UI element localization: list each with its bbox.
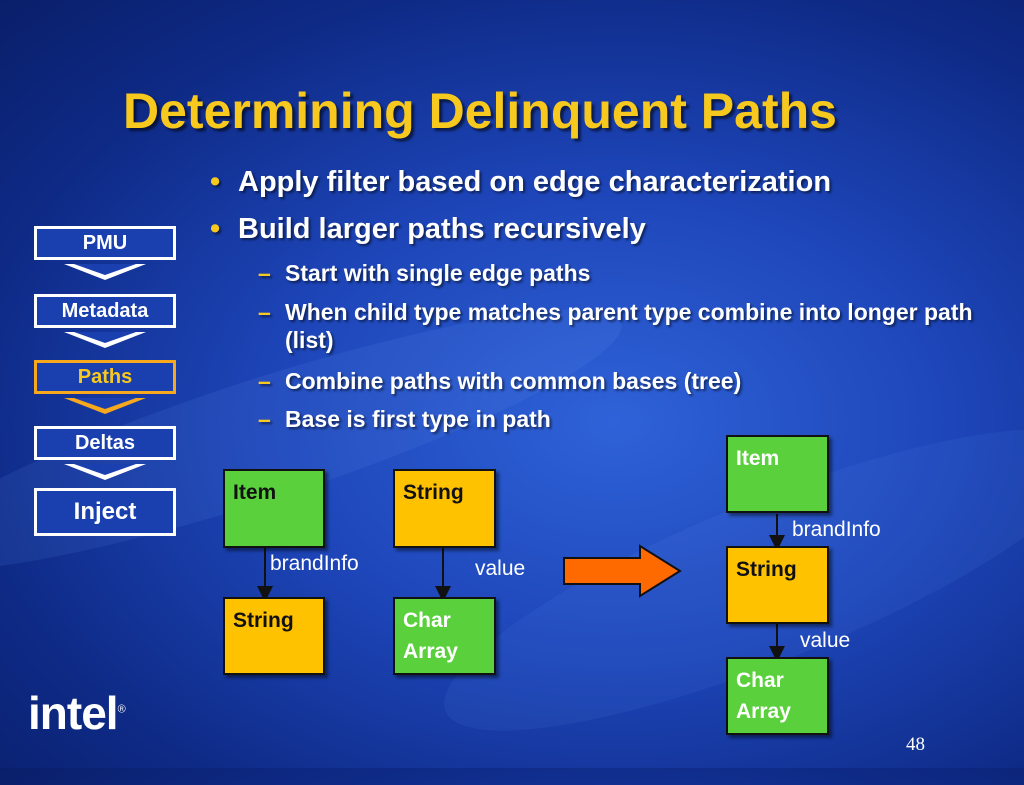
edge-label-value: value bbox=[800, 629, 851, 652]
node-item: Item bbox=[223, 469, 325, 548]
sub-bullet-item: –Start with single edge paths bbox=[258, 259, 590, 287]
node-text-line: Array bbox=[736, 700, 791, 723]
sub-bullet-text: Base is first type in path bbox=[285, 406, 551, 432]
sub-bullet-text: Start with single edge paths bbox=[285, 260, 591, 286]
chevron-down-icon bbox=[64, 398, 146, 414]
chevron-down-icon bbox=[64, 332, 146, 348]
slide-title: Determining Delinquent Paths bbox=[123, 83, 837, 139]
chevron-down-icon bbox=[64, 264, 146, 280]
pipeline-stage-deltas: Deltas bbox=[34, 426, 176, 460]
sub-bullet-text: When child type matches parent type comb… bbox=[285, 299, 973, 353]
intel-logo: intel® bbox=[28, 686, 126, 740]
node-char-array: Char Array bbox=[726, 657, 829, 735]
registered-mark: ® bbox=[117, 703, 126, 716]
edge-label-brandinfo: brandInfo bbox=[270, 552, 359, 575]
bullet-item: • Build larger paths recursively bbox=[210, 213, 646, 246]
node-text-line: Array bbox=[403, 640, 458, 663]
sub-bullet-item: –Combine paths with common bases (tree) bbox=[258, 367, 741, 395]
dash-icon: – bbox=[258, 368, 271, 394]
node-item: Item bbox=[726, 435, 829, 513]
node-string: String bbox=[393, 469, 496, 548]
page-number: 48 bbox=[906, 734, 925, 755]
chevron-down-icon bbox=[64, 464, 146, 480]
bullet-dot-icon: • bbox=[210, 213, 221, 245]
pipeline-stage-pmu: PMU bbox=[34, 226, 176, 260]
node-string: String bbox=[223, 597, 325, 675]
dash-icon: – bbox=[258, 299, 271, 325]
pipeline-stage-inject: Inject bbox=[34, 488, 176, 536]
node-text-line: Char bbox=[736, 669, 784, 692]
bullet-text: Build larger paths recursively bbox=[238, 213, 646, 245]
dash-icon: – bbox=[258, 260, 271, 286]
bullet-text: Apply filter based on edge characterizat… bbox=[238, 166, 832, 198]
diagram-connectors bbox=[257, 514, 785, 662]
pipeline-stage-metadata: Metadata bbox=[34, 294, 176, 328]
edge-label-brandinfo: brandInfo bbox=[792, 518, 881, 541]
bullet-item: • Apply filter based on edge characteriza… bbox=[210, 166, 831, 199]
node-char-array: Char Array bbox=[393, 597, 496, 675]
sub-bullet-item: –Base is first type in path bbox=[258, 405, 551, 433]
pipeline-stage-paths: Paths bbox=[34, 360, 176, 394]
edge-label-value: value bbox=[475, 557, 526, 580]
node-text-line: Char bbox=[403, 609, 451, 632]
logo-wordmark: intel bbox=[28, 687, 119, 739]
bullet-dot-icon: • bbox=[210, 166, 221, 198]
dash-icon: – bbox=[258, 406, 271, 432]
sub-bullet-text: Combine paths with common bases (tree) bbox=[285, 368, 742, 394]
transform-arrow-icon bbox=[563, 544, 682, 598]
sub-bullet-item: –When child type matches parent type com… bbox=[258, 298, 985, 354]
node-string: String bbox=[726, 546, 829, 624]
